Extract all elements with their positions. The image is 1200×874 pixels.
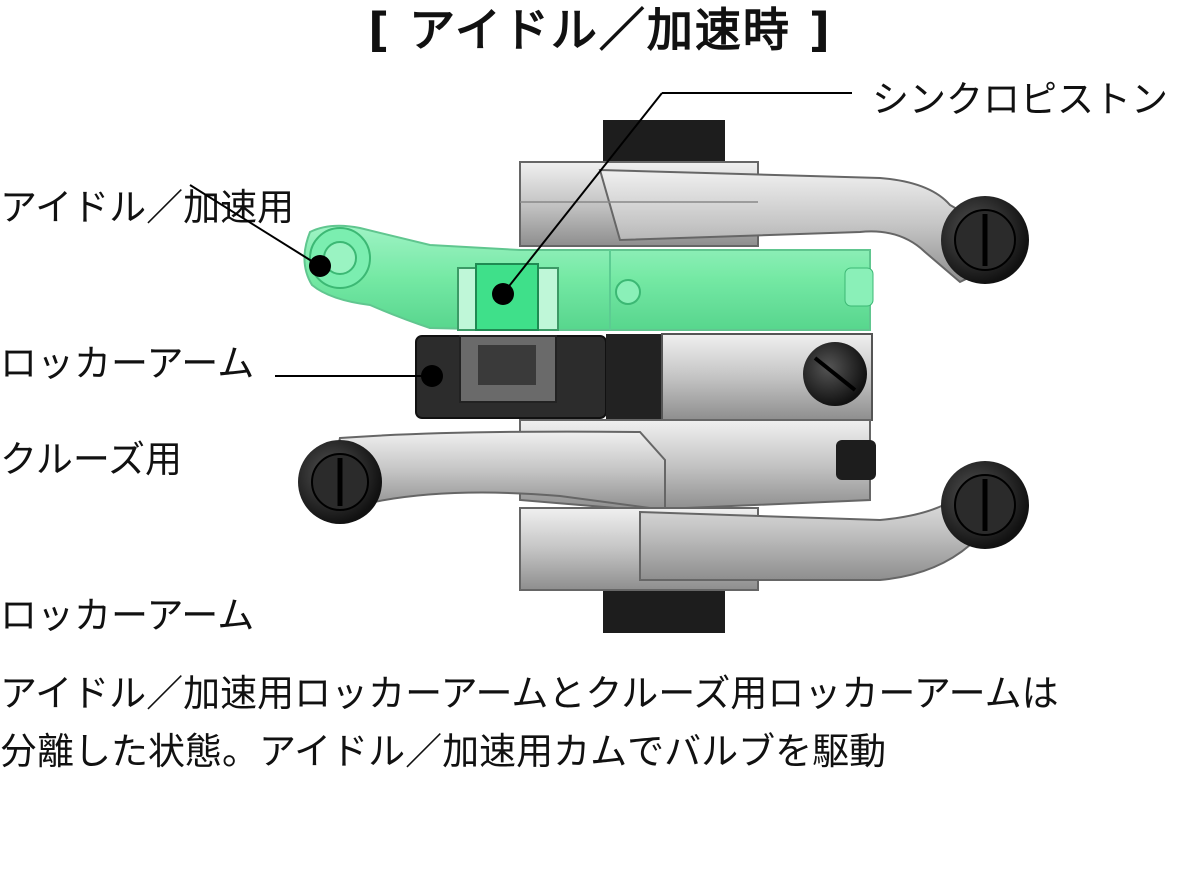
- lower-right-adjuster-icon: [941, 461, 1029, 549]
- idle-rocker-leader-dot: [309, 255, 331, 277]
- diagram-title: [ アイドル／加速時 ]: [368, 3, 832, 57]
- caption: アイドル／加速用ロッカーアームとクルーズ用ロッカーアームは 分離した状態。アイド…: [0, 665, 1200, 781]
- cruise-rocker-label-line1: クルーズ用: [0, 438, 183, 481]
- caption-line2: 分離した状態。アイドル／加速用カムでバルブを駆動: [0, 730, 887, 773]
- shaft-bottom: [603, 585, 725, 633]
- cruise-rocker-leader-dot: [421, 365, 443, 387]
- idle-rocker-leader-line: [189, 184, 319, 266]
- cruise-rocker-label-line2: ロッカーアーム: [0, 594, 255, 637]
- sync-piston-leader-line: [501, 92, 663, 296]
- sync-piston-leader-dot: [492, 283, 514, 305]
- idle-rocker-label: アイドル／加速用 ロッカーアーム: [0, 78, 294, 442]
- upper-right-adjuster-icon: [941, 196, 1029, 284]
- caption-line1: アイドル／加速用ロッカーアームとクルーズ用ロッカーアームは: [0, 672, 1059, 715]
- lower-left-adjuster-icon: [298, 440, 382, 524]
- idle-accel-rocker-arm: [303, 224, 871, 331]
- sync-piston-label: シンクロピストン: [872, 78, 1168, 121]
- idle-rocker-label-line2: ロッカーアーム: [0, 342, 255, 385]
- lower-left-arm: [328, 430, 666, 512]
- shaft-top: [603, 120, 725, 168]
- idle-rocker-label-line1: アイドル／加速用: [0, 186, 295, 229]
- cruise-rocker-label: クルーズ用 ロッカーアーム: [0, 330, 254, 694]
